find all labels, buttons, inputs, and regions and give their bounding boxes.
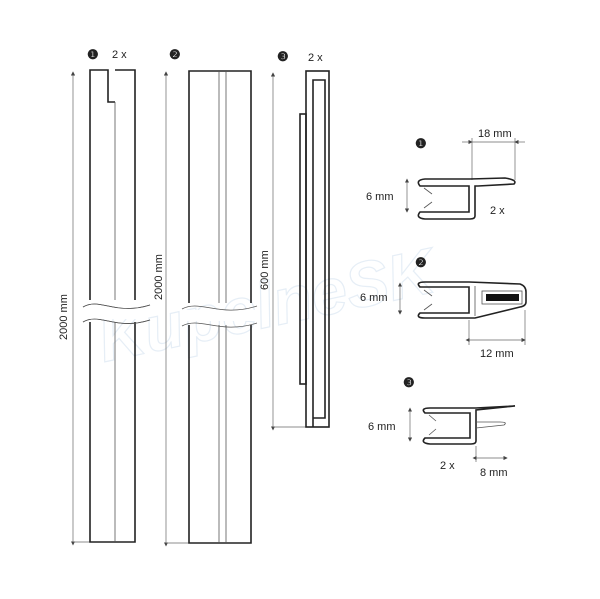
section-1-qty: 2 x	[490, 205, 505, 217]
profile-1: ❶ 2 x 2000 mm	[58, 47, 151, 546]
section-1-width: 18 mm	[478, 128, 512, 140]
section-2-width: 12 mm	[480, 348, 514, 360]
profile-1-qty: 2 x	[112, 49, 127, 61]
section-2-glass: 6 mm	[360, 292, 388, 304]
section-1-glass: 6 mm	[366, 191, 394, 203]
profile-3-qty: 2 x	[308, 52, 323, 64]
profile-2: ❷ 2000 mm	[153, 47, 258, 547]
profile-3-marker: ❸	[277, 49, 289, 64]
section-3-glass: 6 mm	[368, 421, 396, 433]
cross-section-2: ❷ 6 mm 12 mm	[360, 255, 527, 360]
section-3-width: 8 mm	[480, 467, 508, 479]
profile-2-length: 2000 mm	[153, 254, 165, 300]
cross-section-3: ❸ 6 mm 2 x 8 mm	[368, 375, 516, 479]
profile-1-marker: ❶	[87, 47, 99, 62]
profile-2-marker: ❷	[169, 47, 181, 62]
profile-3-length: 600 mm	[259, 250, 271, 290]
section-3-marker: ❸	[403, 375, 415, 390]
section-3-qty: 2 x	[440, 460, 455, 472]
profile-1-length: 2000 mm	[58, 294, 70, 340]
section-2-marker: ❷	[415, 255, 427, 270]
cross-section-1: ❶ 18 mm 6 mm 2 x	[366, 128, 525, 220]
profile-3: ❸ 2 x 600 mm	[259, 49, 330, 431]
section-1-marker: ❶	[415, 136, 427, 151]
